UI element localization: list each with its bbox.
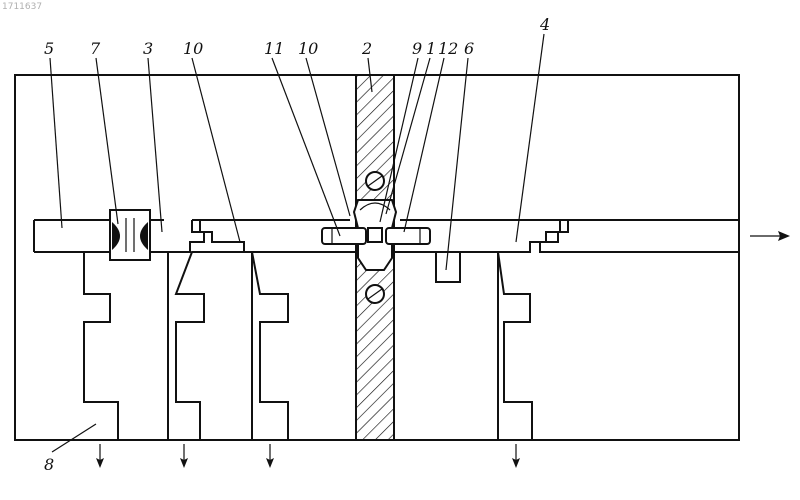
down-arrow-1 xyxy=(96,444,104,468)
label-4: 4 xyxy=(539,15,550,34)
element-7 xyxy=(110,210,150,260)
label-2: 2 xyxy=(361,39,372,58)
outlet-arrow-right xyxy=(750,231,790,241)
comb-5 xyxy=(84,252,168,440)
label-6: 6 xyxy=(464,39,474,58)
roller-11 xyxy=(322,228,366,244)
label-11: 11 xyxy=(264,39,284,58)
valve-core xyxy=(368,228,382,242)
label-10-center: 10 xyxy=(298,39,318,58)
comb-4 xyxy=(498,220,739,440)
down-arrow-4 xyxy=(512,444,520,468)
document-stamp: 1711637 xyxy=(2,2,42,12)
label-3: 3 xyxy=(143,39,153,58)
label-7: 7 xyxy=(90,39,101,58)
label-9: 9 xyxy=(412,39,422,58)
label-10-left: 10 xyxy=(183,39,203,58)
down-arrow-3 xyxy=(266,444,274,468)
label-5: 5 xyxy=(44,39,54,58)
label-1: 1 xyxy=(426,39,436,58)
roller-12 xyxy=(386,228,430,244)
comb-10 xyxy=(252,252,356,440)
label-12: 12 xyxy=(438,39,458,58)
label-8: 8 xyxy=(44,455,54,474)
comb-3 xyxy=(168,220,252,440)
comb-6 xyxy=(394,252,498,440)
down-arrow-2 xyxy=(180,444,188,468)
